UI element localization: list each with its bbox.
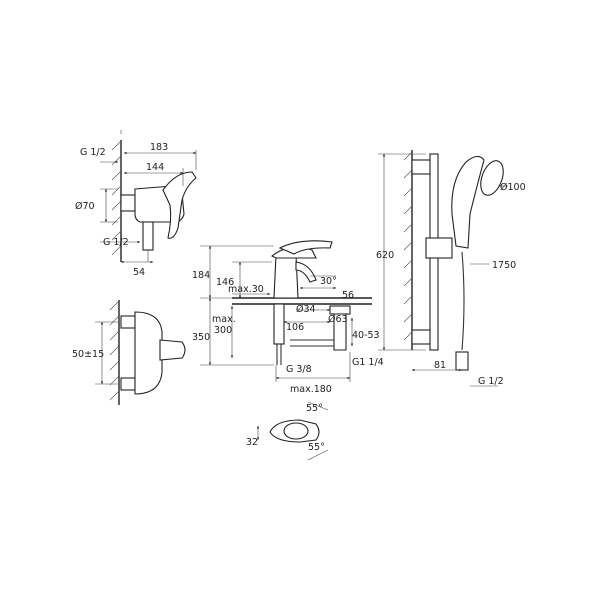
lever-angle-bottom-label: 55° (308, 442, 325, 453)
head-diameter-100-label: Ø100 (500, 182, 526, 193)
max-30-label: max.30 (228, 284, 264, 295)
thread-g114-label: G1 1/4 (352, 357, 384, 368)
rail-height-620-label: 620 (376, 250, 394, 261)
thread-top-label: G 1/2 (80, 147, 106, 158)
basin-mixer-side-view: 184 146 max.30 30° 56 Ø34 Ø63 106 max. 3… (192, 240, 384, 395)
height-184-label: 184 (192, 270, 210, 281)
hose-1750-label: 1750 (492, 260, 516, 271)
depth-81-label: 81 (434, 360, 446, 371)
diameter-70-label: Ø70 (75, 201, 95, 212)
width-144-label: 144 (146, 162, 164, 173)
depth-56-label: 56 (342, 290, 354, 301)
height-350-label: 350 (192, 332, 210, 343)
lever-top-view: 55° 55° 32 (246, 401, 329, 461)
range-40-53-label: 40-53 (352, 330, 380, 341)
shower-mixer-side-view: G 1/2 183 144 Ø70 G 1/2 54 (75, 130, 197, 278)
shower-rail-set: 620 Ø100 1750 81 G 1/2 (376, 150, 526, 387)
diameter-63-label: Ø63 (328, 314, 348, 325)
diameter-34-label: Ø34 (296, 304, 316, 315)
height-146-label: 146 (216, 277, 234, 288)
max-300-label-a: max. (212, 314, 236, 325)
angle-30-label: 30° (320, 276, 337, 287)
thread-g38-label: G 3/8 (286, 364, 312, 375)
thread-bottom-label: G 1/2 (103, 237, 129, 248)
depth-54-label: 54 (133, 267, 145, 278)
lever-width-32-label: 32 (246, 437, 258, 448)
max-300-label-b: 300 (214, 325, 232, 336)
shower-mixer-front-view: 50±15 (72, 300, 186, 405)
depth-106-label: 106 (286, 322, 304, 333)
width-183-label: 183 (150, 142, 168, 153)
spacing-label: 50±15 (72, 349, 104, 360)
max-180-label: max.180 (290, 384, 332, 395)
lever-angle-top-label: 55° (306, 403, 323, 414)
rail-thread-label: G 1/2 (478, 376, 504, 387)
